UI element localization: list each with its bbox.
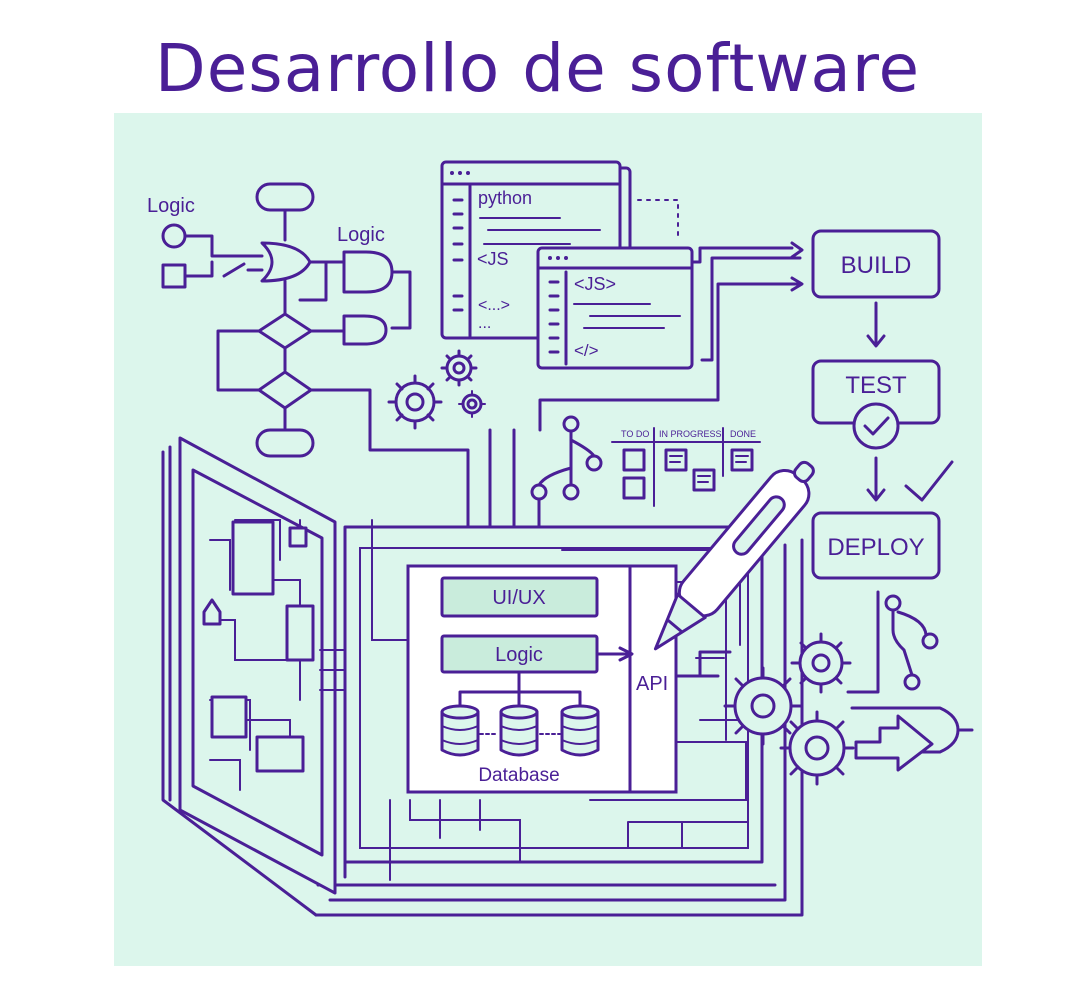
database-icon <box>440 704 480 757</box>
blueprint-block <box>231 520 275 596</box>
database-icon <box>499 704 539 757</box>
database-icon <box>560 704 600 757</box>
logic-label-right: Logic <box>337 224 385 246</box>
logic-label-left: Logic <box>147 195 195 217</box>
gear-icon-cluster-bottom <box>723 632 974 786</box>
code-line-close: </> <box>574 341 599 360</box>
check-circle-icon <box>852 402 900 450</box>
gear-icon <box>440 349 478 387</box>
code-window-front: <JS> </> <box>536 246 694 370</box>
blueprint-block <box>285 604 315 662</box>
ui-ux-label: UI/UX <box>492 587 545 609</box>
code-line-tag: <...> <box>478 297 510 314</box>
pipeline: BUILD TEST DEPLOY <box>538 229 954 694</box>
code-line-js: <JS <box>477 249 509 269</box>
decision-diamond-2 <box>257 370 313 410</box>
api-label: API <box>636 673 668 695</box>
deploy-label: DEPLOY <box>827 534 924 561</box>
kanban-in-progress: IN PROGRESS <box>659 429 722 439</box>
blueprint-block <box>255 735 305 773</box>
build-label: BUILD <box>841 252 912 279</box>
code-lang-label: python <box>478 188 532 208</box>
arrow-icon <box>854 714 934 772</box>
flow-end-terminal <box>255 428 315 458</box>
code-line-dots: ... <box>478 315 491 332</box>
flow-start-terminal <box>255 182 315 212</box>
and-gate-bottom <box>342 314 388 346</box>
kanban-board: TO DO IN PROGRESS DONE <box>611 427 761 507</box>
and-gate-top <box>342 250 394 294</box>
logic-layer-label: Logic <box>495 644 543 666</box>
input-circle <box>161 223 187 249</box>
code-line-js-tag: <JS> <box>574 274 616 294</box>
page-title: Desarrollo de software <box>154 30 921 107</box>
gear-icon <box>790 632 852 694</box>
build-box <box>811 229 941 299</box>
ui-ux-layer <box>440 576 599 618</box>
kanban-done: DONE <box>730 429 756 439</box>
gear-icon <box>723 666 803 746</box>
gear-icon <box>779 710 855 786</box>
flowchart: Logic Logic <box>147 182 470 562</box>
kanban-todo: TO DO <box>621 429 649 439</box>
checkmark-icon <box>904 460 954 502</box>
pen-icon <box>653 460 815 651</box>
input-square <box>161 263 187 289</box>
gear-icon <box>387 374 443 430</box>
decision-diamond-1 <box>257 312 313 350</box>
or-gate <box>260 241 312 283</box>
gear-icon <box>458 390 486 418</box>
test-label: TEST <box>845 372 907 399</box>
blueprint-left-page <box>178 436 337 895</box>
database-label: Database <box>478 765 559 786</box>
git-branch-icon <box>884 594 939 691</box>
blueprint-block <box>210 695 248 739</box>
deploy-box <box>811 511 941 580</box>
architecture-block: UI/UX Logic API Database <box>406 564 732 794</box>
gear-icon-cluster-top <box>387 349 486 430</box>
